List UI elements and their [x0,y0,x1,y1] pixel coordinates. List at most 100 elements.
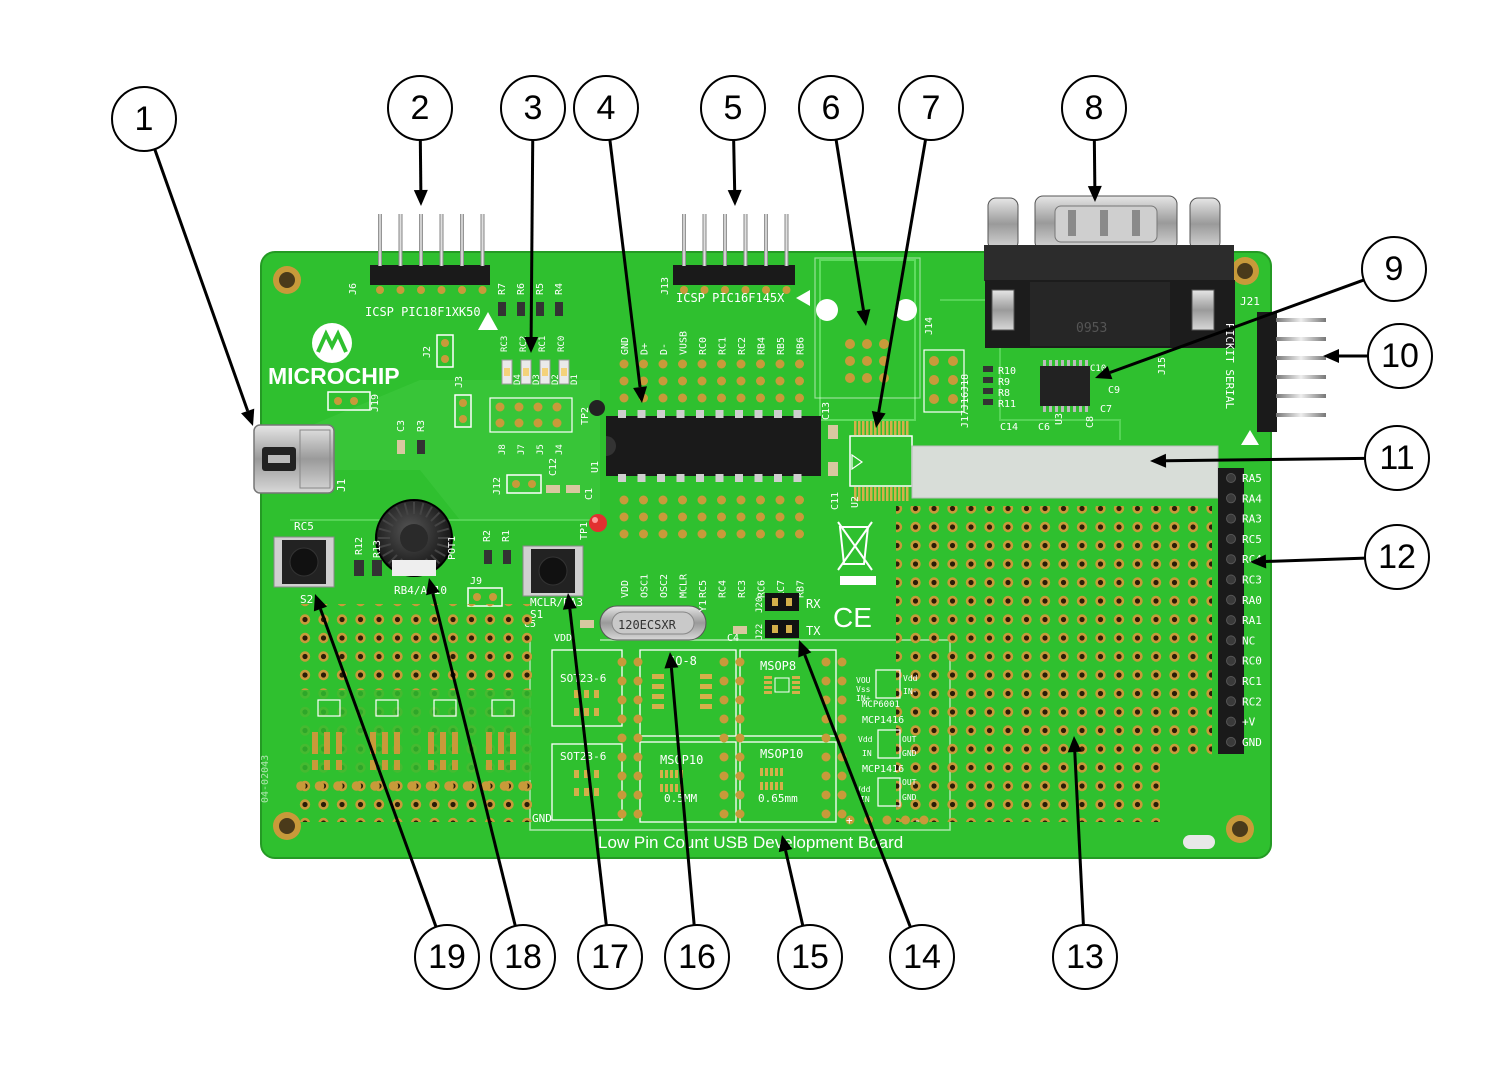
small-resistor-label: R10 [998,366,1016,377]
callout-circle [1364,524,1430,590]
callout-number: 15 [791,938,829,976]
j14-label: J14 [924,317,935,335]
dip-pin [715,410,724,418]
bottom-pin-label: RC7 [776,580,787,598]
u2-pad [886,487,889,501]
dip-pin [715,474,724,482]
mcp6001-label: MCP6001 [862,700,900,710]
smt-hole [633,733,643,743]
socket-hole [619,376,629,386]
small-resistor [983,366,993,372]
dip-pin [676,474,685,482]
jumper-pad [495,418,505,428]
msop8-label: MSOP8 [760,659,796,673]
led-lens [523,368,529,376]
prototyping-area [896,506,1212,822]
dip-pin [696,410,704,418]
j16-hole [948,394,958,404]
so8-pad [700,674,712,679]
jumper-pad [552,402,562,412]
right-pin-label: RA5 [1242,472,1262,485]
header-pin [743,214,748,266]
smd-pad [498,760,504,770]
j16-hole [929,356,939,366]
smd-pad [428,760,434,770]
bottom-pin-label: VDD [620,580,631,598]
callout-arrow-line [834,139,865,311]
test-point-tp2: TP2 [580,400,605,425]
header-j2: J2 [422,334,454,368]
mcp1416b-pin-vdd: Vdd [856,785,871,794]
header-pin [378,214,382,266]
socket-hole [639,495,648,505]
dip-pin [735,410,743,418]
r12-label: R12 [354,537,365,555]
u3-lead [1067,360,1070,366]
msop8-pad [792,686,800,689]
smd-pad [382,732,388,754]
j14-hole [862,356,872,366]
u3-label: U3 [1054,413,1065,425]
callout-arrow-line [877,139,928,413]
header-pin-pad [437,286,446,294]
right-pin-label: RA0 [1242,594,1262,607]
header-hole [1226,716,1236,727]
callout-number: 11 [1379,439,1414,477]
smt-hole [837,676,847,686]
ce-mark: CE [833,602,872,633]
j21-pin [1276,356,1326,360]
header-j13: J13 ICSP PIC16F145X [660,214,810,306]
bottom-pin-label: RC6 [757,580,768,598]
header-j16-j17-j18: J17J16J18 [923,349,971,428]
msop8-pad [792,676,800,679]
header-hole [1226,533,1236,544]
smd-pad [428,732,434,754]
socket-hole [619,529,629,539]
db9-serial-connector: 0953 J15 [984,195,1235,375]
c12-label: C12 [548,458,559,476]
callout-circle [577,924,643,990]
mcp1416a-pin-gnd: GND [902,749,917,758]
small-resistor-label: R9 [998,377,1010,388]
test-point-tp1: TP1 [579,514,607,540]
proto-hole [499,781,510,791]
callout-circle [898,75,964,141]
msop10-label-b: MSOP10 [760,747,803,761]
u3-lead [1073,406,1076,412]
header-j12: J12 [492,474,542,495]
smt-prototype-footprints: SOT23-6 SOT23-6 SO-8 MSOP8 MSOP10 0.5MM … [532,649,929,827]
callout-number: 7 [922,89,941,127]
led-ref-label: D3 [532,374,542,385]
pushbutton-s2[interactable]: RC5 S2 R12 R13 [273,520,383,606]
smd-pad [336,760,342,770]
callout-arrowhead [664,652,679,669]
top-pin-label: RB5 [776,337,787,355]
smd-pad [370,732,376,754]
proto-hole [351,781,362,791]
u2-pad [866,487,869,501]
socket-hole [697,359,707,369]
socket-hole [756,376,765,386]
u2-pad [894,487,897,501]
j21-pin [1276,394,1326,398]
socket-hole [775,393,785,403]
led-lens [542,368,548,376]
u3-lead [1079,406,1082,412]
smd-pad [370,760,376,770]
header-pin [723,214,727,266]
callout-arrowhead [524,336,539,353]
j14-hole [845,339,855,349]
small-resistor [983,399,993,405]
right-pin-label: RA1 [1242,614,1262,627]
smt-hole [837,657,847,667]
dip-pin [657,474,665,482]
so8-pad [652,704,664,709]
socket-hole [658,512,668,522]
plus-label: + [846,814,853,827]
socket-hole [717,512,726,522]
header-j19: J19 [327,391,381,412]
r13-label: R13 [372,540,383,558]
smt-hole [617,733,627,743]
callout-number: 10 [1381,337,1419,375]
